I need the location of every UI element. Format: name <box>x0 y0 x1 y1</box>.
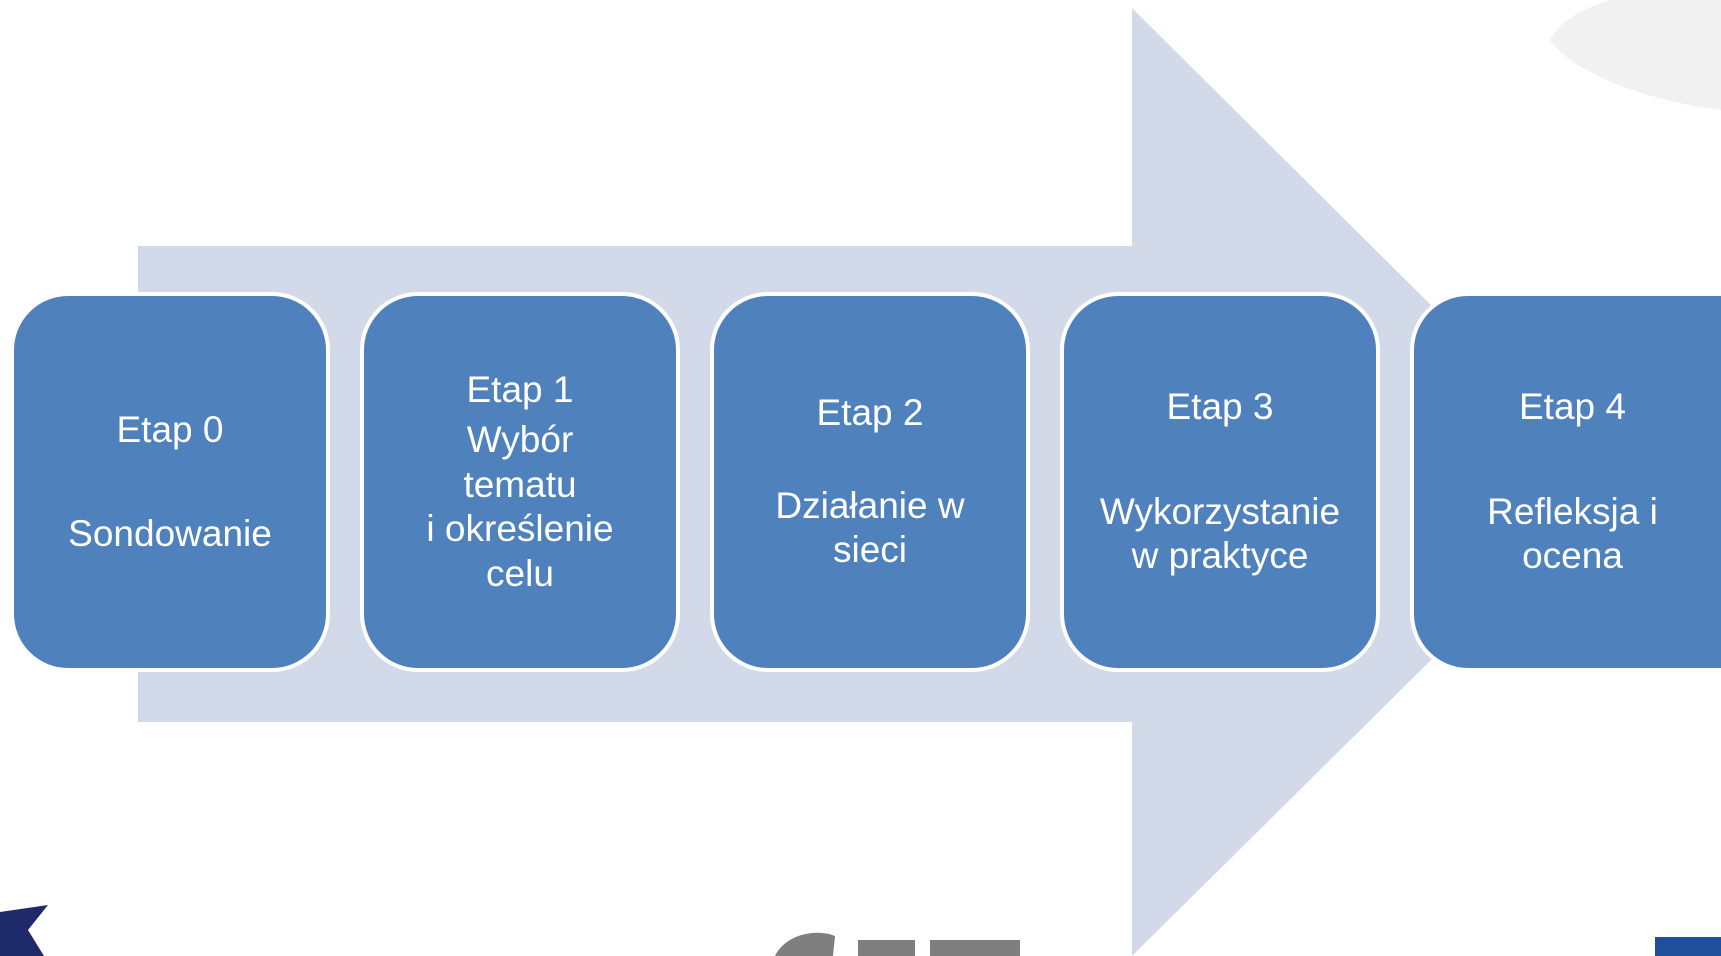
stage-description: Działanie w sieci <box>775 484 965 571</box>
stage-3-box: Etap 3 Wykorzystanie w praktyce <box>1060 292 1380 672</box>
stage-description: Wybór tematu i określenie celu <box>426 419 614 594</box>
stage-2-box: Etap 2 Działanie w sieci <box>710 292 1030 672</box>
stage-title: Etap 2 <box>816 392 924 434</box>
left-logo-icon <box>0 905 48 956</box>
stage-description: Wykorzystanie w praktyce <box>1099 490 1341 577</box>
stage-title: Etap 1 <box>466 369 574 411</box>
stage-description: Sondowanie <box>68 513 272 554</box>
right-flag-icon <box>1655 937 1721 956</box>
stage-description: Refleksja i ocena <box>1487 490 1658 577</box>
stage-title: Etap 3 <box>1166 386 1274 428</box>
stage-1-box: Etap 1 Wybór tematu i określenie celu <box>360 292 680 672</box>
stage-title: Etap 4 <box>1519 386 1626 428</box>
corner-shape <box>1550 0 1721 110</box>
stage-0-box: Etap 0 Sondowanie <box>10 292 330 672</box>
center-logo-icon <box>775 932 1020 956</box>
stage-4-box: Etap 4 Refleksja i ocena <box>1410 292 1721 672</box>
stage-title: Etap 0 <box>116 408 224 450</box>
